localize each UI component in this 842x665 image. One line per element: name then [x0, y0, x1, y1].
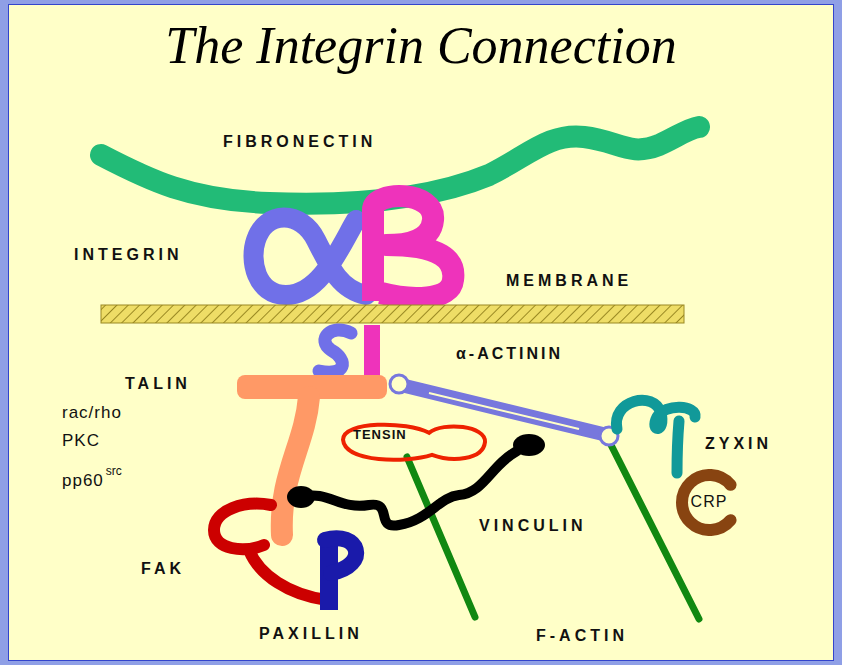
vinculin-head: [513, 434, 545, 456]
paxillin-bowl: [325, 538, 356, 573]
protein-label: PKC: [62, 431, 100, 451]
protein-label: src: [106, 465, 122, 479]
vinculin-head: [287, 486, 315, 508]
crp-c-shape: CRP: [676, 469, 743, 536]
protein-name: TENSIN: [353, 428, 489, 443]
integrin-illustration: [9, 5, 834, 661]
protein-label: TALIN: [125, 375, 191, 393]
beta-tail: [364, 325, 380, 380]
alpha-actinin-rod: [401, 385, 607, 435]
talin-stem: [282, 397, 309, 535]
protein-label: MEMBRANE: [506, 272, 632, 290]
membrane: [101, 305, 684, 323]
zyxin-stem: [677, 421, 679, 473]
page-panel: The Integrin ConnectionFIBRONECTIN INTEGR…: [8, 4, 834, 661]
protein-label: FAK: [141, 560, 185, 578]
protein-label: FIBRONECTIN: [223, 133, 376, 151]
protein-label: α-ACTININ: [456, 345, 563, 363]
protein-name: CRP: [676, 493, 743, 511]
protein-label: pp60: [62, 471, 104, 491]
f-actin-filament: [607, 437, 699, 619]
protein-label: ZYXIN: [705, 435, 772, 453]
protein-label: F-ACTIN: [536, 627, 628, 645]
diagram-title: The Integrin Connection: [9, 17, 833, 74]
alpha-actinin-end: [390, 375, 408, 393]
integrin-beta: [373, 196, 453, 301]
fak-shape: [214, 504, 327, 600]
vinculin-shape: [301, 451, 517, 526]
integrin-alpha: [254, 218, 366, 296]
f-actin-filament: [407, 457, 475, 617]
protein-label: rac/rho: [62, 403, 122, 423]
protein-label: VINCULIN: [479, 517, 587, 535]
protein-label: INTEGRIN: [74, 246, 182, 264]
protein-label: PAXILLIN: [259, 625, 363, 643]
alpha-actinin-stripe: [429, 393, 579, 429]
tensin-outline: TENSIN: [339, 419, 489, 465]
connector-layer: [9, 5, 834, 661]
alpha-tail: [319, 330, 351, 372]
